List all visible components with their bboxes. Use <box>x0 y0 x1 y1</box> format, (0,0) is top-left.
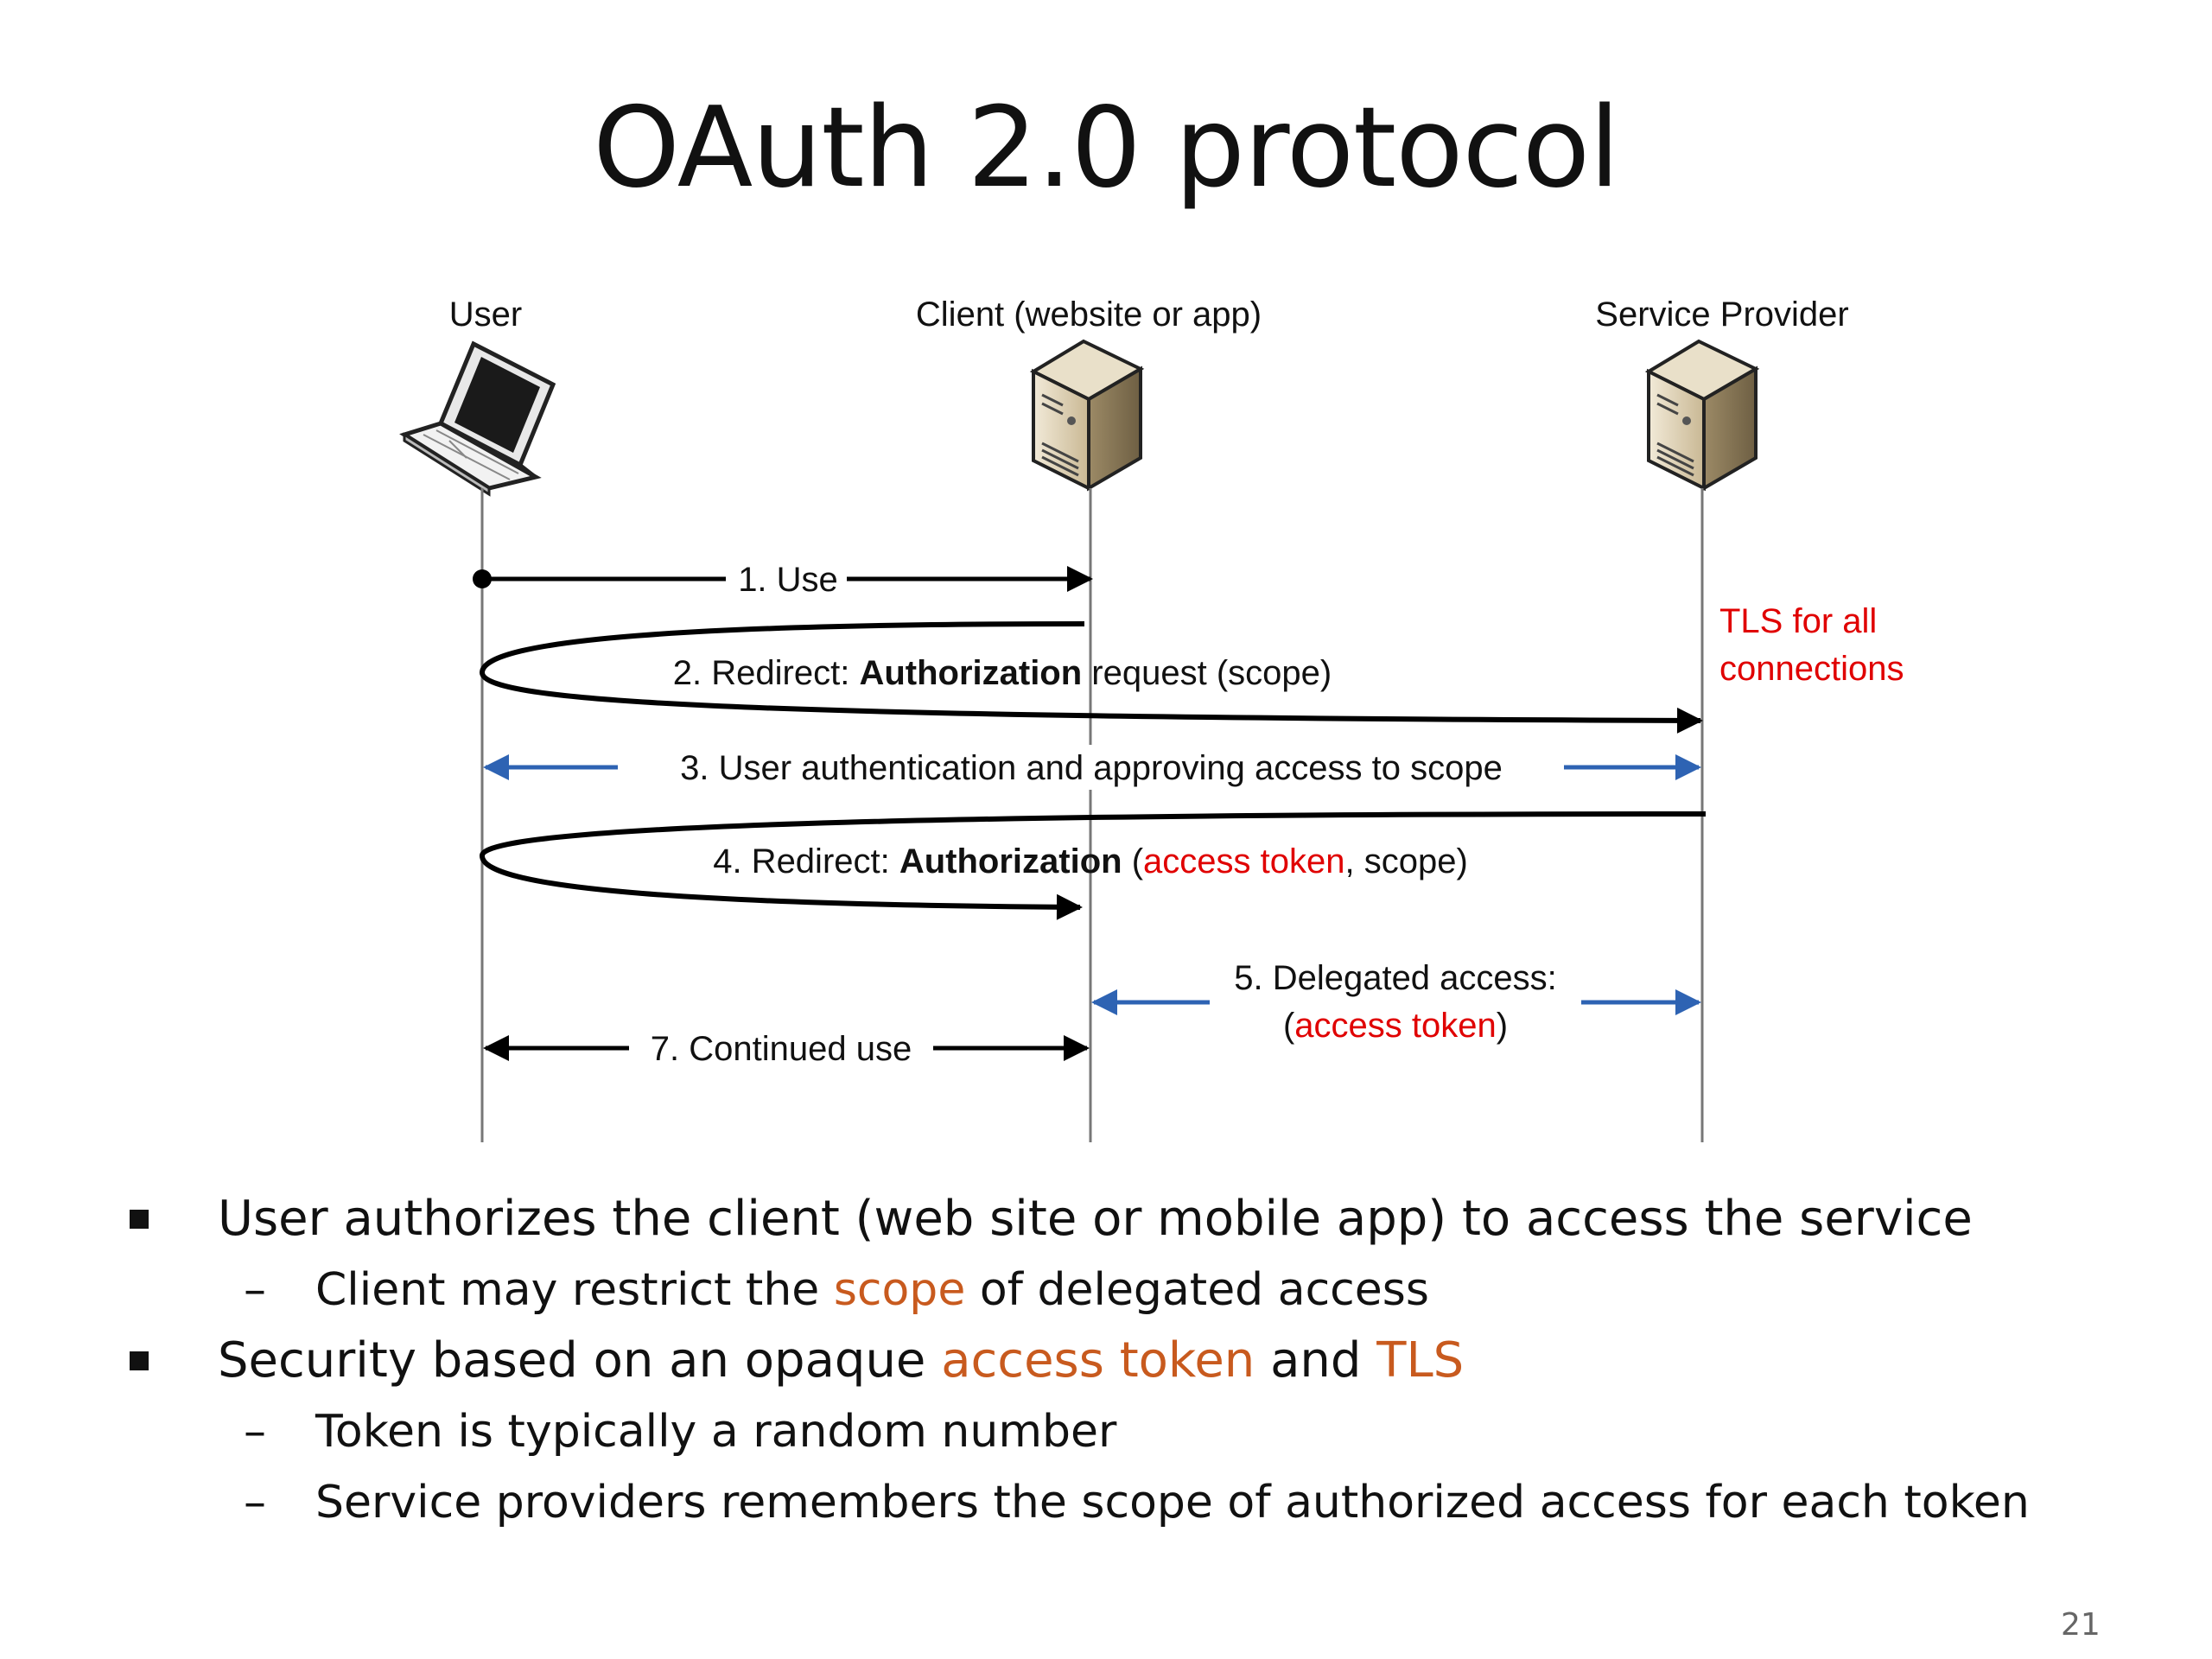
server-icon <box>1644 339 1760 492</box>
slide-title: OAuth 2.0 protocol <box>593 84 1620 213</box>
laptop-icon <box>399 340 556 497</box>
sub-bullet-item: – Token is typically a random number <box>130 1396 2117 1467</box>
highlight-scope: scope <box>833 1264 966 1316</box>
dash-bullet-icon: – <box>244 1264 266 1316</box>
square-bullet-icon <box>130 1210 149 1229</box>
bullet-item: Security based on an opaque access token… <box>130 1325 2117 1396</box>
highlight-access-token: access token <box>941 1332 1255 1389</box>
bullet-list: User authorizes the client (web site or … <box>130 1184 2117 1538</box>
sub-bullet-item: – Service providers remembers the scope … <box>130 1467 2117 1538</box>
actor-label-user: User <box>449 296 522 334</box>
highlight-tls: TLS <box>1376 1332 1465 1389</box>
actor-label-provider: Service Provider <box>1595 296 1848 334</box>
step3-label: 3. User authentication and approving acc… <box>680 749 1503 787</box>
step7-label: 7. Continued use <box>651 1030 912 1068</box>
dash-bullet-icon: – <box>244 1406 266 1458</box>
bullet-item: User authorizes the client (web site or … <box>130 1184 2117 1255</box>
sub-bullet-item: – Client may restrict the scope of deleg… <box>130 1255 2117 1325</box>
step5-label-line1: 5. Delegated access: <box>1234 959 1557 997</box>
step1-label: 1. Use <box>738 561 838 599</box>
dash-bullet-icon: – <box>244 1477 266 1529</box>
tls-note-line2: connections <box>1719 650 1904 688</box>
step2-label: 2. Redirect: Authorization request (scop… <box>673 654 1332 692</box>
step5-label-line2: (access token) <box>1283 1007 1508 1045</box>
server-icon <box>1029 339 1145 492</box>
step4-redirect-arrow <box>479 811 1707 920</box>
step4-label: 4. Redirect: Authorization (access token… <box>713 842 1468 880</box>
bullet-text: User authorizes the client (web site or … <box>218 1191 1973 1247</box>
step2-redirect-arrow <box>479 621 1703 734</box>
square-bullet-icon <box>130 1351 149 1370</box>
tls-note-line1: TLS for all <box>1719 602 1877 640</box>
actor-label-client: Client (website or app) <box>916 296 1262 334</box>
page-number: 21 <box>2061 1607 2101 1643</box>
